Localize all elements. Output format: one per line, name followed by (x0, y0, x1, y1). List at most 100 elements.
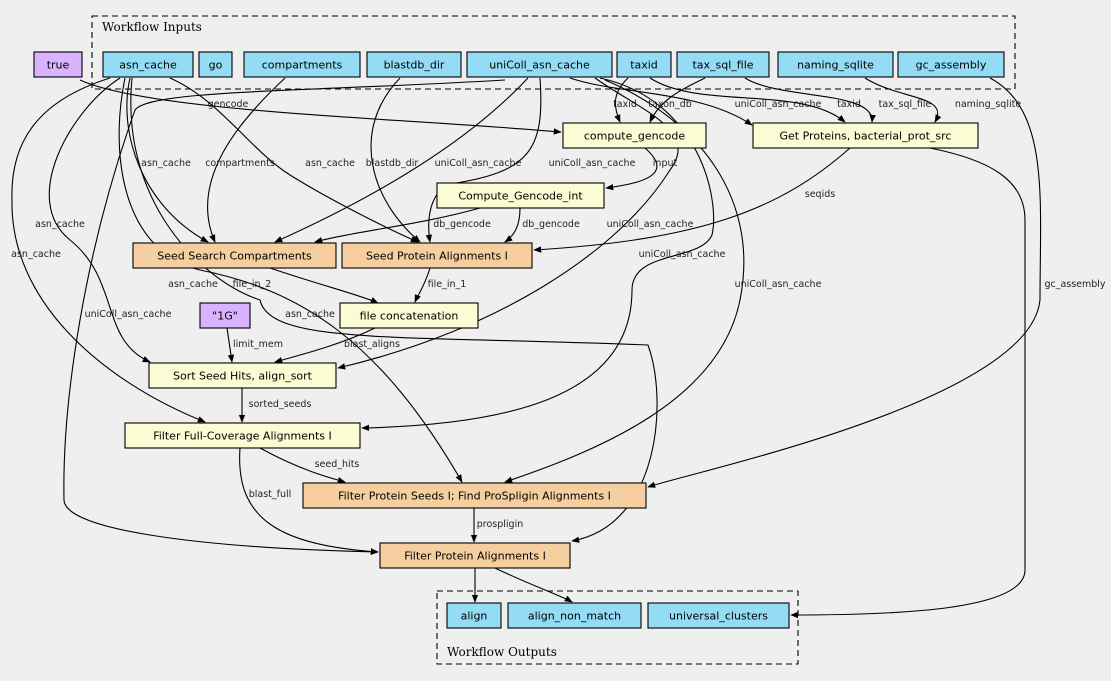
node-filter-align[interactable]: Filter Protein Alignments I (379, 542, 571, 569)
node-label: go (209, 59, 223, 72)
node-label: taxid (630, 59, 658, 72)
cluster-label: Workflow Outputs (447, 645, 557, 659)
node-go[interactable]: go (198, 51, 233, 78)
node-seed-search[interactable]: Seed Search Compartments (132, 242, 337, 269)
edge-path (118, 77, 463, 483)
edge-asn_cache-to-filter_align: asn_cache (130, 77, 658, 543)
node-box (124, 422, 361, 449)
edge-path (48, 77, 151, 363)
node-box (616, 51, 672, 78)
edge-label: asn_cache (305, 158, 355, 169)
node-blastdb-dir[interactable]: blastdb_dir (366, 51, 462, 78)
edge-path (569, 77, 753, 126)
edge-compartments-to-seed_search: compartments (205, 77, 286, 243)
node-box (341, 242, 533, 269)
edge-label: blast_aligns (344, 339, 400, 350)
node-align[interactable]: align (446, 602, 502, 629)
edge-asn_cache-to-seed_search: asn_cache (126, 77, 209, 243)
node-box (379, 542, 571, 569)
node-filter-seeds[interactable]: Filter Protein Seeds I; Find ProSpligin … (302, 482, 647, 509)
node-box (198, 51, 233, 78)
edge-label: asn_cache (11, 249, 61, 260)
edge-get_proteins-to-universal_clusters (790, 147, 1026, 619)
edge-path (259, 447, 346, 484)
edge-label: file_in_1 (428, 279, 467, 290)
node-label: uniColl_asn_cache (489, 59, 590, 72)
node-align-non-match[interactable]: align_non_match (507, 602, 642, 629)
node-file-concat[interactable]: file concatenation (339, 302, 479, 329)
edge-label: asn_cache (168, 279, 218, 290)
edge-seed_protein-to-file_concat: file_in_1 (414, 267, 467, 303)
edge-label: asn_cache (141, 158, 191, 169)
node-compute-gencode[interactable]: compute_gencode (562, 122, 707, 149)
edge-label: uniColl_asn_cache (549, 158, 636, 169)
node-compartments[interactable]: compartments (243, 51, 361, 78)
edge-true-to-compute_gencode: gencode (79, 79, 562, 135)
node-true[interactable]: true (33, 51, 83, 78)
node-label: align (461, 610, 488, 623)
edge-gc_assembly-to-filter_seeds: gc_assembly (647, 77, 1106, 488)
node-box (243, 51, 361, 78)
node-label: align_non_match (528, 610, 621, 623)
node-box (466, 51, 613, 78)
cluster-label: Workflow Inputs (102, 20, 202, 34)
edge-compute_gencode_int-to-seed_protein: db_gencode (504, 207, 580, 243)
edge-asn_cache-to-seed_protein: asn_cache (169, 77, 419, 243)
edge-compute_gencode_int-to-seed_search: db_gencode (314, 207, 491, 244)
edge-naming_sqlite-to-get_proteins: naming_sqlite (864, 77, 1021, 123)
edge-path (314, 207, 481, 244)
node-tax-sql-file[interactable]: tax_sql_file (676, 51, 770, 78)
edge-path (864, 77, 942, 123)
node-compute-gencode-int[interactable]: Compute_Gencode_int (436, 182, 605, 209)
node-universal-clusters[interactable]: universal_clusters (647, 602, 790, 629)
edge-blastdb_dir-to-seed_protein: blastdb_dir (366, 77, 421, 243)
node-label: "1G" (212, 310, 238, 323)
edge-label: asn_cache (35, 219, 85, 230)
node-box (436, 182, 605, 209)
node-uniColl-asn-cache[interactable]: uniColl_asn_cache (466, 51, 613, 78)
node-box (339, 302, 479, 329)
node-label: compute_gencode (584, 130, 686, 143)
node-one-g[interactable]: "1G" (199, 302, 251, 329)
edge-label: uniColl_asn_cache (639, 249, 726, 260)
edge-path (614, 77, 629, 123)
edge-label: blastdb_dir (366, 158, 419, 169)
node-label: Seed Search Compartments (157, 250, 312, 263)
edge-path (790, 147, 1026, 619)
node-label: Filter Full-Coverage Alignments I (153, 430, 332, 443)
edge-label: uniColl_asn_cache (85, 309, 172, 320)
edge-label: gencode (208, 99, 249, 110)
node-box (33, 51, 83, 78)
edge-label: taxid (837, 99, 861, 110)
edge-get_proteins-to-seed_protein: seqids (533, 147, 851, 253)
edge-filter_align-to-align_non_match (494, 567, 573, 603)
edge-label: seed_hits (315, 459, 360, 470)
node-get-proteins[interactable]: Get Proteins, bacterial_prot_src (752, 122, 979, 149)
node-sort-seed[interactable]: Sort Seed Hits, align_sort (148, 362, 337, 389)
node-label: Compute_Gencode_int (458, 190, 583, 203)
node-gc-assembly[interactable]: gc_assembly (897, 51, 1005, 78)
node-filter-full[interactable]: Filter Full-Coverage Alignments I (124, 422, 361, 449)
node-box (132, 242, 337, 269)
edge-path (337, 77, 679, 370)
node-label: naming_sqlite (797, 59, 874, 72)
node-taxid[interactable]: taxid (616, 51, 672, 78)
edge-path (11, 77, 206, 423)
edge-path (361, 77, 715, 432)
edge-label: seqids (805, 189, 835, 200)
edge-path (169, 77, 419, 243)
node-seed-protein[interactable]: Seed Protein Alignments I (341, 242, 533, 269)
edge-asn_cache-to-filter_full: asn_cache (11, 77, 206, 423)
edge-path (226, 327, 235, 363)
edge-path (647, 77, 1042, 488)
edge-uniColl_asn_cache-to-sort_seed: uniColl_asn_cache (337, 77, 694, 370)
node-asn-cache[interactable]: asn_cache (102, 51, 194, 78)
edge-label: prospligin (477, 519, 524, 530)
edge-path (649, 77, 846, 123)
edge-filter_full-to-filter_align: blast_full (239, 447, 379, 555)
node-box (148, 362, 337, 389)
node-naming-sqlite[interactable]: naming_sqlite (777, 51, 894, 78)
node-label: Filter Protein Alignments I (404, 550, 546, 563)
edge-path (274, 77, 529, 243)
